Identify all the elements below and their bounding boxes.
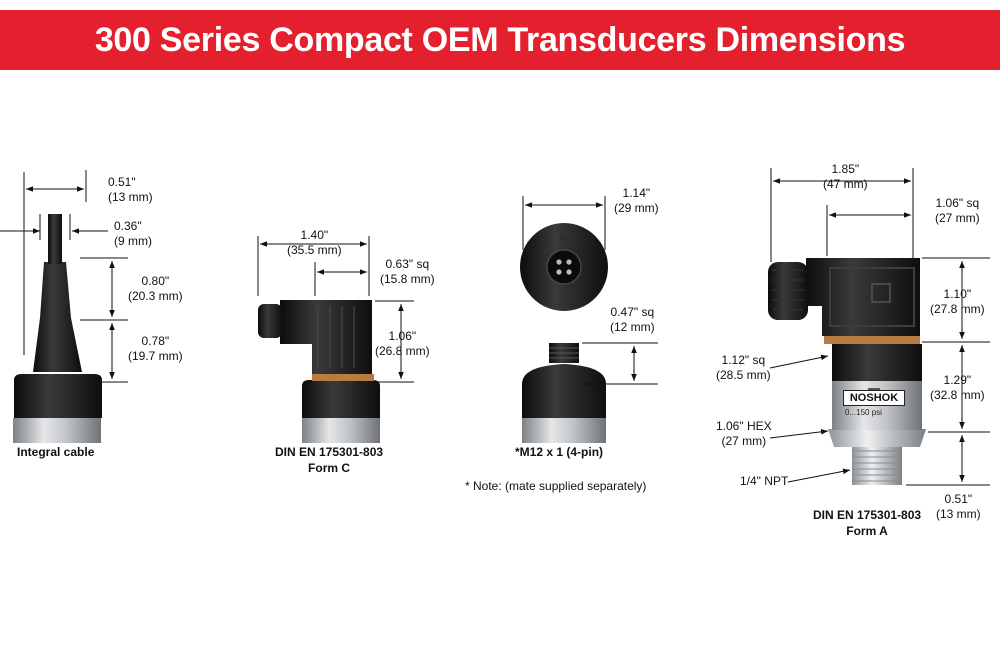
title-banner: 300 Series Compact OEM Transducers Dimen… <box>0 10 1000 70</box>
m12-caption: *M12 x 1 (4-pin) <box>515 445 604 459</box>
formc-sq-label: 0.63" sq(15.8 mm) <box>380 257 435 286</box>
forma-thread-label: 0.51"(13 mm) <box>936 492 981 521</box>
forma-length-label: 1.85"(47 mm) <box>823 162 868 191</box>
integral-dim-lines <box>0 170 128 383</box>
brand-logo: NOSHOK <box>843 390 905 406</box>
form-a-dim-lines <box>769 168 990 486</box>
integral-width-label: 0.51"(13 mm) <box>108 175 153 204</box>
integral-lower-label: 0.78"(19.7 mm) <box>128 334 183 363</box>
cable-gland <box>768 262 808 320</box>
form-a-transducer <box>768 258 926 485</box>
hex-nut <box>828 429 926 447</box>
form-c-transducer <box>258 300 380 443</box>
black-base <box>302 380 380 418</box>
integral-cable-label: 0.36"(9 mm) <box>114 219 152 248</box>
orange-gasket <box>312 374 374 381</box>
forma-sq-side-label: 1.12" sq(28.5 mm) <box>716 353 771 382</box>
integral-upper-label: 0.80"(20.3 mm) <box>128 274 183 303</box>
cable-strain-relief <box>33 262 82 372</box>
connector-ribs <box>317 306 355 368</box>
black-base <box>832 344 922 381</box>
steel-body <box>302 418 380 443</box>
cable-gland <box>258 304 282 338</box>
connector-housing <box>806 258 920 336</box>
steel-body <box>13 418 101 443</box>
orange-gasket <box>824 336 920 344</box>
integral-cable-transducer <box>13 214 102 443</box>
page-title: 300 Series Compact OEM Transducers Dimen… <box>94 21 906 59</box>
forma-sq-top-label: 1.06" sq(27 mm) <box>935 196 980 225</box>
m12-dim-lines <box>522 196 658 385</box>
connector-housing <box>280 300 372 374</box>
m12-transducer <box>520 223 608 443</box>
steel-body <box>522 418 606 443</box>
body-print: 0...150 psi <box>845 408 882 417</box>
forma-connector-label: 1.10"(27.8 mm) <box>930 287 985 316</box>
cable <box>48 214 62 264</box>
black-base <box>522 364 606 418</box>
m12-sq-label: 0.47" sq(12 mm) <box>610 305 655 334</box>
forma-hex-label: 1.06" HEX(27 mm) <box>716 419 772 448</box>
form-c-dim-lines <box>257 236 414 383</box>
formc-height-label: 1.06"(26.8 mm) <box>375 329 430 358</box>
black-base <box>14 374 102 418</box>
formc-length-label: 1.40"(35.5 mm) <box>287 228 342 257</box>
m12-note: * Note: (mate supplied separately) <box>465 479 647 493</box>
npt-thread <box>852 445 902 485</box>
integral-caption: Integral cable <box>17 445 95 459</box>
m12-diameter-label: 1.14"(29 mm) <box>614 186 659 215</box>
forma-npt-label: 1/4" NPT <box>740 474 789 488</box>
forma-body-label: 1.29"(32.8 mm) <box>930 373 985 402</box>
